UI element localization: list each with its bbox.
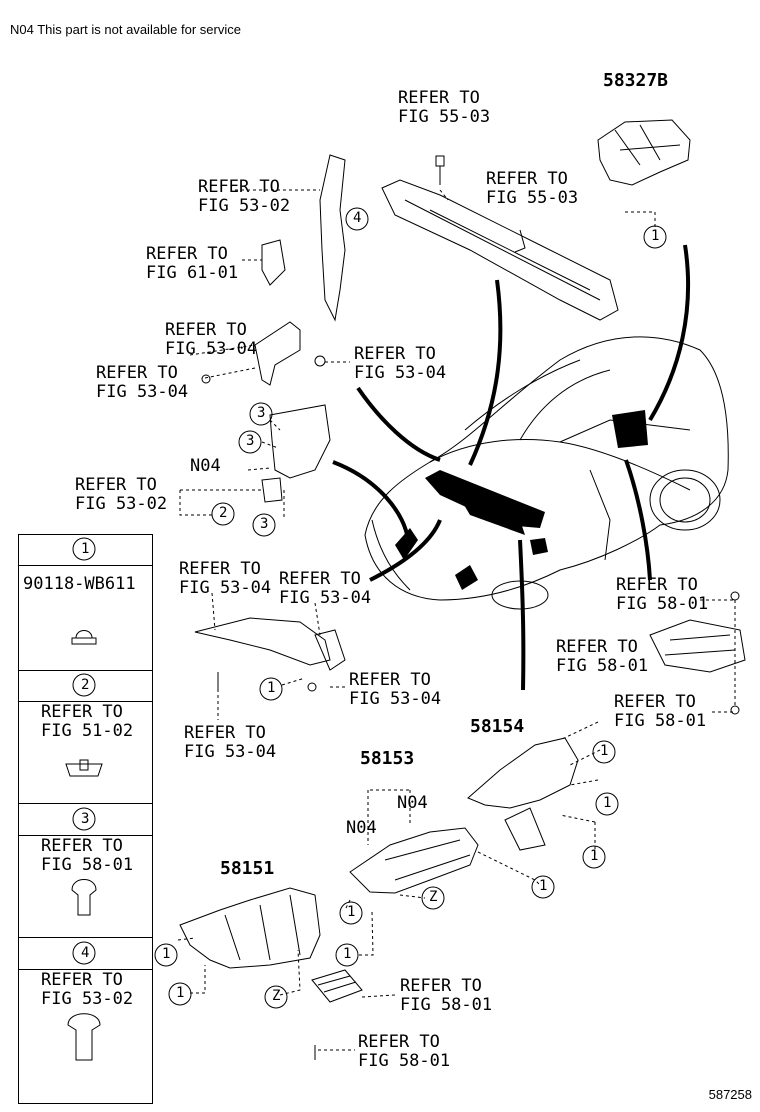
legend-divider — [19, 937, 152, 938]
part-58151-sketch — [179, 887, 321, 969]
part-58327b-sketch — [597, 119, 691, 186]
legend-text-2: REFER TO FIG 51-02 — [41, 702, 134, 741]
bottom-plate-sketch — [311, 969, 363, 1003]
callout-number: 4 — [353, 210, 362, 226]
part-number-58151: 58151 — [220, 858, 275, 879]
callout-number: 1 — [347, 904, 356, 920]
callout-letter: Z — [272, 988, 281, 1004]
callout-number: 3 — [257, 405, 266, 421]
callout-number: 1 — [600, 743, 609, 759]
ref-fig53-02-mid: REFER TO FIG 53-02 — [75, 475, 168, 514]
part-number-n04-upper: N04 — [190, 456, 221, 476]
legend-divider — [19, 835, 152, 836]
ref-fig58-01-d: REFER TO FIG 58-01 — [400, 976, 493, 1015]
part-58154-sketch — [467, 737, 579, 851]
ref-fig53-02-top: REFER TO FIG 53-02 — [198, 177, 291, 216]
legend-number-4: 4 — [81, 945, 90, 961]
legend-divider — [19, 803, 152, 804]
ref-fig53-04-g: REFER TO FIG 53-04 — [184, 723, 277, 762]
part-number-58154: 58154 — [470, 716, 525, 737]
legend-divider — [19, 670, 152, 671]
callout-number: 1 — [162, 946, 171, 962]
callout-number: 1 — [539, 878, 548, 894]
figure-id: 587258 — [708, 1087, 752, 1102]
ref-fig61-01: REFER TO FIG 61-01 — [146, 244, 239, 283]
ref-fig58-01-c: REFER TO FIG 58-01 — [614, 692, 707, 731]
callout-number: 1 — [651, 228, 660, 244]
ref-fig55-03-right: REFER TO FIG 55-03 — [486, 169, 579, 208]
ref-fig55-03-top: REFER TO FIG 55-03 — [398, 88, 491, 127]
service-note: N04 This part is not available for servi… — [10, 22, 241, 37]
leader-lines — [177, 189, 736, 1051]
legend-divider — [19, 701, 152, 702]
car-highlighted-parts — [395, 410, 648, 590]
fastener-legend: 1 90118-WB611 2 REFER TO FIG 51-02 3 REF… — [18, 534, 153, 1104]
part-number-n04-lower: N04 — [346, 818, 377, 838]
part-number-n04-mid: N04 — [397, 793, 428, 813]
legend-number-2: 2 — [81, 677, 90, 693]
callout-number: 1 — [590, 848, 599, 864]
legend-text-4: REFER TO FIG 53-02 — [41, 970, 134, 1009]
ref-fig53-04-a: REFER TO FIG 53-04 — [165, 320, 258, 359]
legend-text-3: REFER TO FIG 58-01 — [41, 836, 134, 875]
legend-number-3: 3 — [81, 811, 90, 827]
callout-number: 1 — [343, 946, 352, 962]
splash-shield-sketch — [194, 617, 346, 671]
legend-divider — [19, 565, 152, 566]
ref-fig53-04-e: REFER TO FIG 53-04 — [279, 569, 372, 608]
ref-fig53-04-f: REFER TO FIG 53-04 — [349, 670, 442, 709]
legend-divider — [19, 969, 152, 970]
callout-number: 1 — [603, 795, 612, 811]
pointer-arrows — [332, 244, 691, 691]
legend-text-1: 90118-WB611 — [23, 574, 136, 594]
ref-fig53-04-c: REFER TO FIG 53-04 — [96, 363, 189, 402]
callout-number: 1 — [267, 680, 276, 696]
ref-fig53-04-b: REFER TO FIG 53-04 — [354, 344, 447, 383]
callout-letter: Z — [429, 889, 438, 905]
callout-number: 2 — [219, 505, 228, 521]
ref-fig58-01-e: REFER TO FIG 58-01 — [358, 1032, 451, 1071]
part-58153-sketch — [349, 827, 479, 894]
callout-circles — [154, 207, 667, 1009]
legend-icons — [65, 537, 103, 1061]
fastener-sketches — [201, 155, 740, 1060]
radiator-support-sketch — [381, 179, 619, 321]
part-number-58327b: 58327B — [603, 70, 669, 91]
undercover-sketch — [649, 619, 746, 673]
ref-fig53-04-d: REFER TO FIG 53-04 — [179, 559, 272, 598]
car-outline — [364, 336, 729, 610]
ref-fig58-01-b: REFER TO FIG 58-01 — [556, 637, 649, 676]
callout-number: 3 — [260, 516, 269, 532]
ref-fig58-01-a: REFER TO FIG 58-01 — [616, 575, 709, 614]
fender-bracket-sketch — [254, 154, 346, 503]
callout-number: 3 — [246, 433, 255, 449]
legend-number-1: 1 — [81, 541, 90, 557]
callout-number: 1 — [176, 985, 185, 1001]
part-number-58153: 58153 — [360, 748, 415, 769]
